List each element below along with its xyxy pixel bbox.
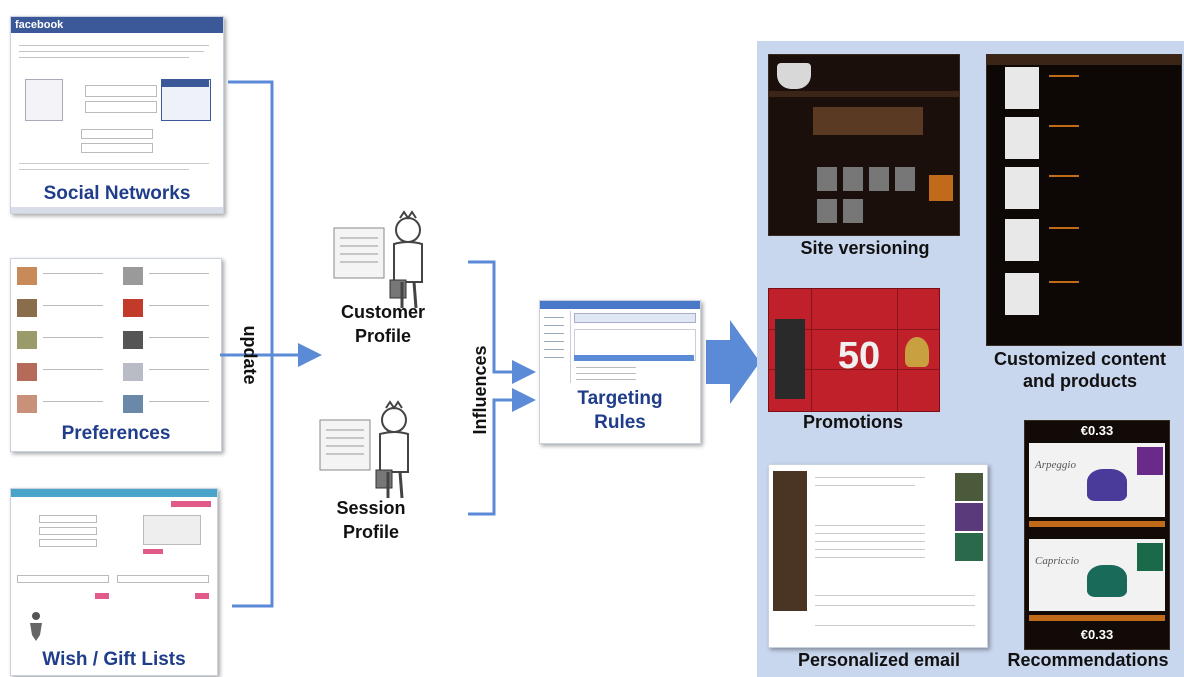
influences-label: Influences	[470, 345, 490, 435]
customer-to-rules-arrow	[468, 260, 536, 384]
site-versioning-screenshot	[768, 54, 960, 236]
customer-profile-line2: Profile	[354, 326, 411, 346]
rules-toolbar	[574, 313, 696, 323]
customized-line1: Customized content	[993, 349, 1166, 369]
wishlists-title: Wish / Gift Lists	[42, 649, 186, 670]
recommendation-card-1: Arpeggio	[1029, 443, 1165, 517]
site-banner	[813, 107, 923, 135]
pref-image-1	[17, 267, 37, 285]
customized-content-label: Customized content and products	[976, 348, 1184, 392]
wish-field-2	[39, 527, 97, 535]
session-profile-figure	[316, 400, 426, 500]
pref-image-10	[123, 395, 143, 413]
pref-image-8	[123, 331, 143, 349]
update-bracket	[228, 80, 274, 608]
capsule-1-name: Arpeggio	[1035, 459, 1076, 471]
session-profile-label: Session Profile	[316, 496, 426, 544]
wish-field-3	[39, 539, 97, 547]
session-profile-line2: Profile	[342, 522, 399, 542]
wish-list-2	[117, 575, 209, 583]
targeting-line2: Rules	[594, 412, 646, 433]
pref-image-5	[17, 395, 37, 413]
pref-image-9	[123, 363, 143, 381]
customized-content-screenshot	[986, 54, 1182, 346]
pref-image-7	[123, 299, 143, 317]
promo-50-text: 50	[837, 335, 881, 377]
site-versioning-label: Site versioning	[800, 238, 930, 258]
update-label: update	[240, 325, 260, 385]
wish-textarea	[143, 515, 201, 545]
gold-capsule-image	[905, 337, 929, 367]
targeting-line1: Targeting	[577, 388, 663, 409]
preferences-title: Preferences	[61, 423, 171, 444]
session-to-rules-arrow	[468, 388, 536, 516]
preferences-card: Preferences	[10, 258, 222, 452]
customer-profile-figure	[330, 210, 440, 310]
pref-image-3	[17, 331, 37, 349]
coffee-cup-image	[777, 63, 811, 89]
pref-image-2	[17, 299, 37, 317]
big-right-arrow	[706, 320, 760, 404]
personalized-email-label: Personalized email	[797, 650, 961, 670]
wish-field-1	[39, 515, 97, 523]
coffee-machine-image	[775, 319, 805, 399]
green-capsule-image	[1087, 565, 1127, 597]
pref-image-4	[17, 363, 37, 381]
targeting-rules-label: Targeting Rules	[540, 387, 700, 435]
personalized-email-screenshot	[768, 464, 988, 648]
person-figure-icon	[25, 611, 47, 641]
recommendations-screenshot: €0.33 Arpeggio Capriccio €0.33	[1024, 420, 1170, 650]
fb-password-field	[81, 143, 153, 153]
recommendation-card-2: Capriccio	[1029, 539, 1165, 611]
price-2: €0.33	[1080, 627, 1114, 642]
product-grid	[813, 167, 923, 227]
social-networks-title: Social Networks	[43, 183, 191, 204]
customer-profile-label: Customer Profile	[318, 300, 448, 348]
targeting-rules-card: Targeting Rules	[539, 300, 701, 444]
customized-line2: and products	[1022, 371, 1137, 391]
fb-input-2	[85, 101, 157, 113]
pref-image-6	[123, 267, 143, 285]
wish-list-1	[17, 575, 109, 583]
fb-input-1	[85, 85, 157, 97]
customer-profile-line1: Customer	[340, 302, 425, 322]
session-profile-line1: Session	[336, 498, 406, 518]
capsule-2-name: Capriccio	[1035, 555, 1079, 567]
purple-capsule-image	[1087, 469, 1127, 501]
wishlists-card: Wish / Gift Lists	[10, 488, 218, 676]
social-networks-card: facebook Social Networks	[10, 16, 224, 214]
price-1: €0.33	[1080, 423, 1114, 438]
facebook-header: facebook	[11, 17, 223, 33]
fb-email-field	[81, 129, 153, 139]
fb-login-box	[25, 79, 63, 121]
rules-tree-panel	[542, 311, 571, 383]
promotions-label: Promotions	[802, 412, 903, 432]
promotions-screenshot: 50	[768, 288, 940, 412]
recommendations-label: Recommendations	[1007, 650, 1169, 670]
